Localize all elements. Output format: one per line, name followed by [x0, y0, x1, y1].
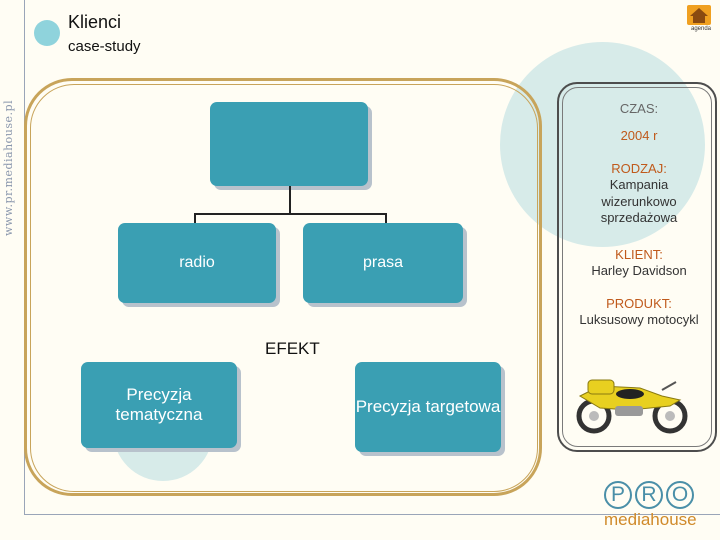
- info-produkt-value: Luksusowy motocykl: [579, 312, 699, 328]
- info-rodzaj: RODZAJ: Kampania wizerunkowo sprzedażowa: [577, 161, 701, 226]
- connector-line: [194, 213, 196, 224]
- agenda-label: agenda: [690, 26, 712, 32]
- diagram-frame: [24, 78, 542, 496]
- connector-line: [194, 213, 386, 215]
- info-klient-value: Harley Davidson: [591, 263, 687, 279]
- info-czas: CZAS:: [577, 101, 701, 117]
- info-produkt: PRODUKT: Luksusowy motocykl: [577, 296, 701, 329]
- motorcycle-image: [576, 379, 688, 434]
- info-klient: KLIENT: Harley Davidson: [577, 247, 701, 280]
- diagram-box-precyzja-tematyczna: Precyzja tematyczna: [81, 362, 237, 448]
- info-czas-value-block: 2004 r: [577, 128, 701, 144]
- diagram-box-radio: radio: [118, 223, 276, 303]
- page-subtitle: case-study: [68, 38, 141, 55]
- logo-letter: O: [666, 481, 694, 509]
- diagram-box-precyzja-targetowa: Precyzja targetowa: [355, 362, 501, 452]
- info-frame-inner: [562, 87, 712, 447]
- diagram-box-prasa: prasa: [303, 223, 463, 303]
- diagram-frame-inner: [30, 84, 538, 492]
- page-title: Klienci: [68, 12, 122, 32]
- diagram-top-box: [210, 102, 368, 186]
- info-czas-label: CZAS:: [619, 101, 659, 116]
- title-dot: [34, 20, 60, 46]
- connector-line: [385, 213, 387, 224]
- pro-mediahouse-logo: P R O mediahouse: [604, 481, 714, 536]
- home-icon: [687, 5, 711, 25]
- connector-line: [289, 186, 291, 214]
- efekt-label: EFEKT: [265, 339, 320, 358]
- info-frame: [557, 82, 717, 452]
- info-produkt-label: PRODUKT:: [606, 296, 672, 311]
- info-czas-value: 2004 r: [620, 128, 658, 143]
- agenda-home-button[interactable]: agenda: [686, 4, 712, 32]
- logo-name: mediahouse: [604, 510, 697, 529]
- site-url: www.pr.mediahouse.pl: [2, 99, 15, 236]
- info-rodzaj-value: Kampania wizerunkowo sprzedażowa: [600, 177, 678, 225]
- logo-letter: P: [604, 481, 632, 509]
- decor-circle-large: [500, 42, 705, 247]
- bottom-rule: [24, 514, 720, 515]
- logo-letter: R: [635, 481, 663, 509]
- info-klient-label: KLIENT:: [615, 247, 663, 262]
- info-rodzaj-label: RODZAJ:: [611, 161, 667, 176]
